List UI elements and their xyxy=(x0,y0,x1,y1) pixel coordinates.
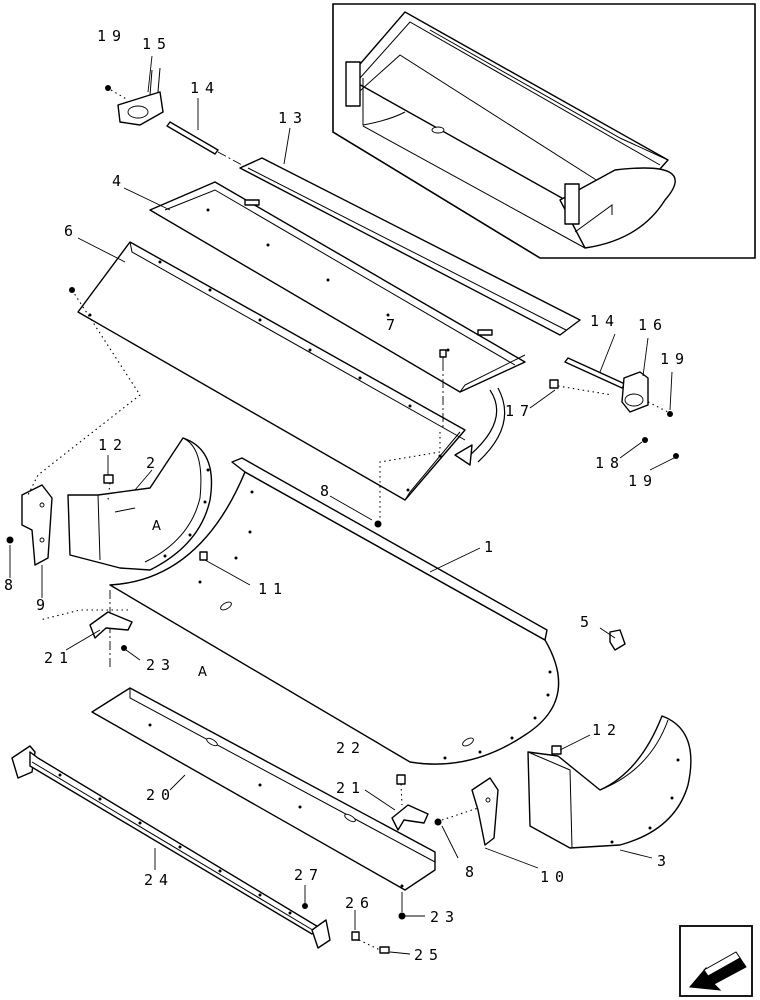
label-8-left: 8 xyxy=(4,576,19,594)
bolt-8-right-path xyxy=(441,807,479,821)
leader-lines xyxy=(9,55,675,955)
bolt-12-right xyxy=(551,745,562,755)
bolt-7-path xyxy=(379,432,441,518)
bolt-22 xyxy=(396,774,406,785)
bolt-25 xyxy=(379,946,390,954)
bolt-19-top xyxy=(105,85,129,101)
bolt-top-left xyxy=(69,287,75,293)
bearing-bracket-16 xyxy=(621,371,649,413)
bolt-17 xyxy=(549,379,613,396)
label-4: 4 xyxy=(112,172,127,190)
rotation-arrow xyxy=(454,387,506,466)
label-23-left: 23 xyxy=(146,656,176,674)
label-11: 11 xyxy=(258,580,288,598)
nut-8-mid xyxy=(374,520,382,528)
label-23-bottom: 23 xyxy=(430,908,460,926)
bolt-11 xyxy=(199,551,208,561)
label-12-left: 12 xyxy=(98,436,128,454)
bolt-19-lower xyxy=(673,453,679,459)
label-14-right: 14 xyxy=(590,312,620,330)
bolt-18 xyxy=(642,437,648,443)
label-19-right: 19 xyxy=(660,350,690,368)
label-18: 18 xyxy=(595,454,625,472)
bolt-19-right xyxy=(667,411,673,417)
label-21-right: 21 xyxy=(336,779,366,797)
label-12-right: 12 xyxy=(592,721,622,739)
bracket-21-left xyxy=(89,611,133,639)
label-14-top: 14 xyxy=(190,79,220,97)
label-24: 24 xyxy=(144,871,174,889)
label-16: 16 xyxy=(638,316,668,334)
shaft-14-right xyxy=(564,357,626,389)
part-labels: 19 15 14 13 4 6 7 14 16 19 17 12 2 18 19… xyxy=(4,27,690,964)
bolt-25-path xyxy=(358,939,381,951)
clip-5 xyxy=(609,629,626,651)
label-22: 22 xyxy=(336,739,366,757)
main-housing-1 xyxy=(109,457,560,765)
panel-13 xyxy=(239,157,581,336)
bearing-bracket-15 xyxy=(117,67,164,126)
end-cap-3 xyxy=(527,715,692,849)
label-19-lower: 19 xyxy=(628,472,658,490)
bracket-21-right xyxy=(391,804,429,831)
label-5: 5 xyxy=(580,613,595,631)
bolt-19-path xyxy=(647,401,669,413)
channel-24 xyxy=(11,745,331,949)
bracket-9 xyxy=(21,484,53,566)
label-10: 10 xyxy=(540,868,570,886)
panel-6 xyxy=(77,241,466,501)
bolt-21-path xyxy=(39,609,128,621)
label-20: 20 xyxy=(146,786,176,804)
label-21-left: 21 xyxy=(44,649,74,667)
bracket-10 xyxy=(471,777,499,846)
bolt-7 xyxy=(439,349,447,430)
label-13: 13 xyxy=(278,109,308,127)
nut-23-bottom xyxy=(398,912,406,920)
next-page-arrow-icon[interactable] xyxy=(679,925,753,997)
label-26: 26 xyxy=(345,894,375,912)
nut-8-right xyxy=(434,818,442,826)
nut-8-left xyxy=(6,536,14,544)
nut-26 xyxy=(351,931,360,941)
panel-4 xyxy=(149,181,526,393)
assembled-view-inset xyxy=(332,3,756,259)
bolt-8-path xyxy=(27,289,141,496)
label-6: 6 xyxy=(64,222,79,240)
section-marker-a-top: A xyxy=(152,519,161,534)
label-15: 15 xyxy=(142,35,172,53)
panel-20 xyxy=(91,687,436,891)
section-marker-a-bottom: A xyxy=(198,665,207,680)
label-19-top: 19 xyxy=(97,27,127,45)
end-cap-2 xyxy=(67,437,213,571)
label-17: 17 xyxy=(505,402,535,420)
label-27: 27 xyxy=(294,866,324,884)
label-25: 25 xyxy=(414,946,444,964)
bolt-12-left xyxy=(103,474,114,484)
label-8-mid: 8 xyxy=(320,482,335,500)
label-7: 7 xyxy=(386,316,401,334)
label-8-right: 8 xyxy=(465,863,480,881)
label-2: 2 xyxy=(146,454,161,472)
label-3: 3 xyxy=(657,852,672,870)
label-1: 1 xyxy=(484,538,499,556)
label-9: 9 xyxy=(36,596,51,614)
bolt-22-path xyxy=(400,783,403,806)
nut-23-left xyxy=(121,645,127,651)
shaft-14-top xyxy=(166,121,256,173)
bolt-27 xyxy=(302,903,308,909)
